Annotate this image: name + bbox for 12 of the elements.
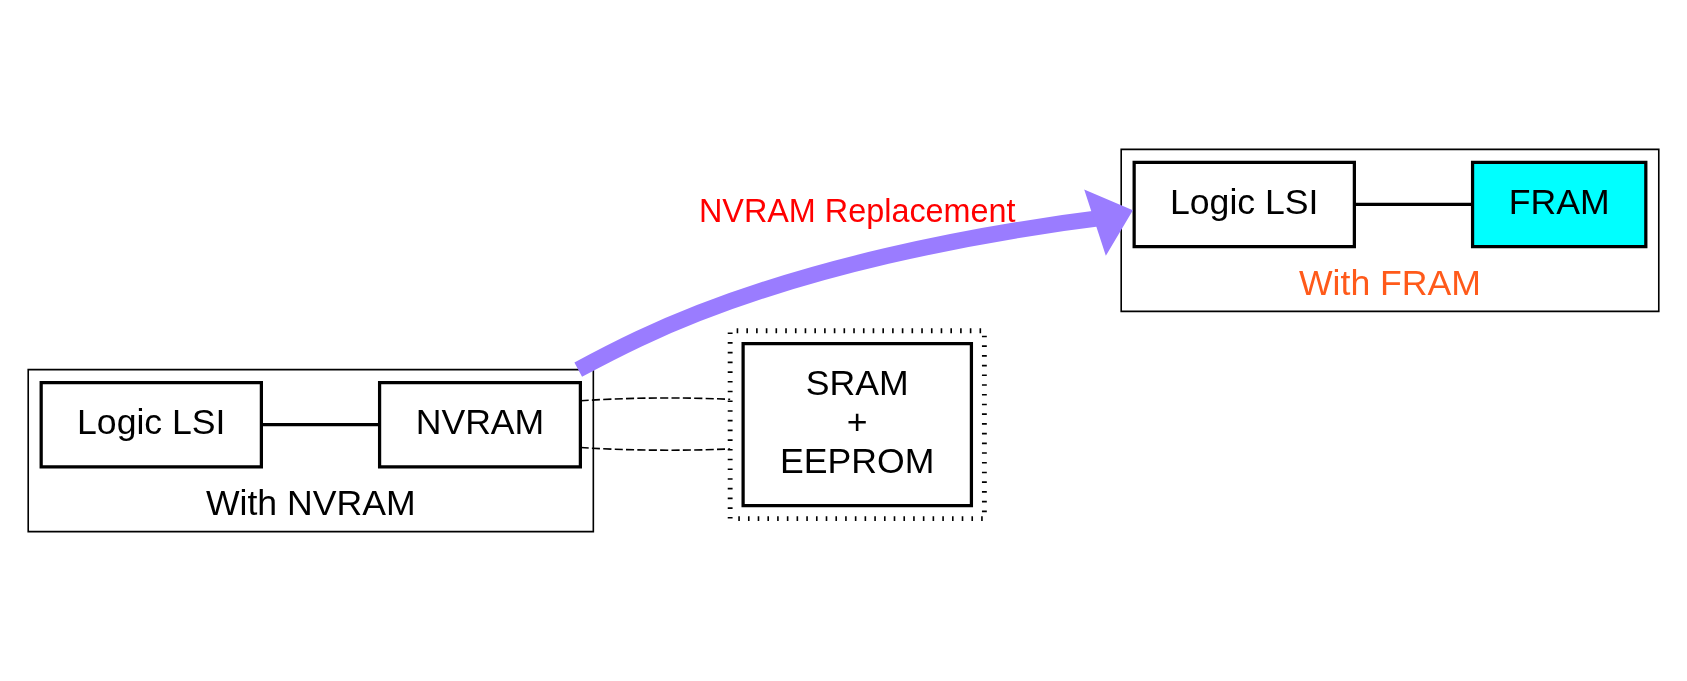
- edge-label: NVRAM Replacement: [698, 193, 1016, 230]
- connector: [1354, 202, 1473, 207]
- arrow: [574, 189, 1133, 377]
- node-box: SRAM + EEPROM: [741, 342, 974, 508]
- cluster: [727, 328, 987, 522]
- connector: [580, 446, 731, 451]
- node-box: Logic LSI: [1132, 160, 1356, 249]
- node-box: Logic LSI: [39, 381, 263, 469]
- connector: [580, 397, 731, 402]
- node-box: NVRAM: [377, 381, 582, 469]
- connector: [261, 423, 380, 427]
- node-box: FRAM: [1470, 160, 1648, 249]
